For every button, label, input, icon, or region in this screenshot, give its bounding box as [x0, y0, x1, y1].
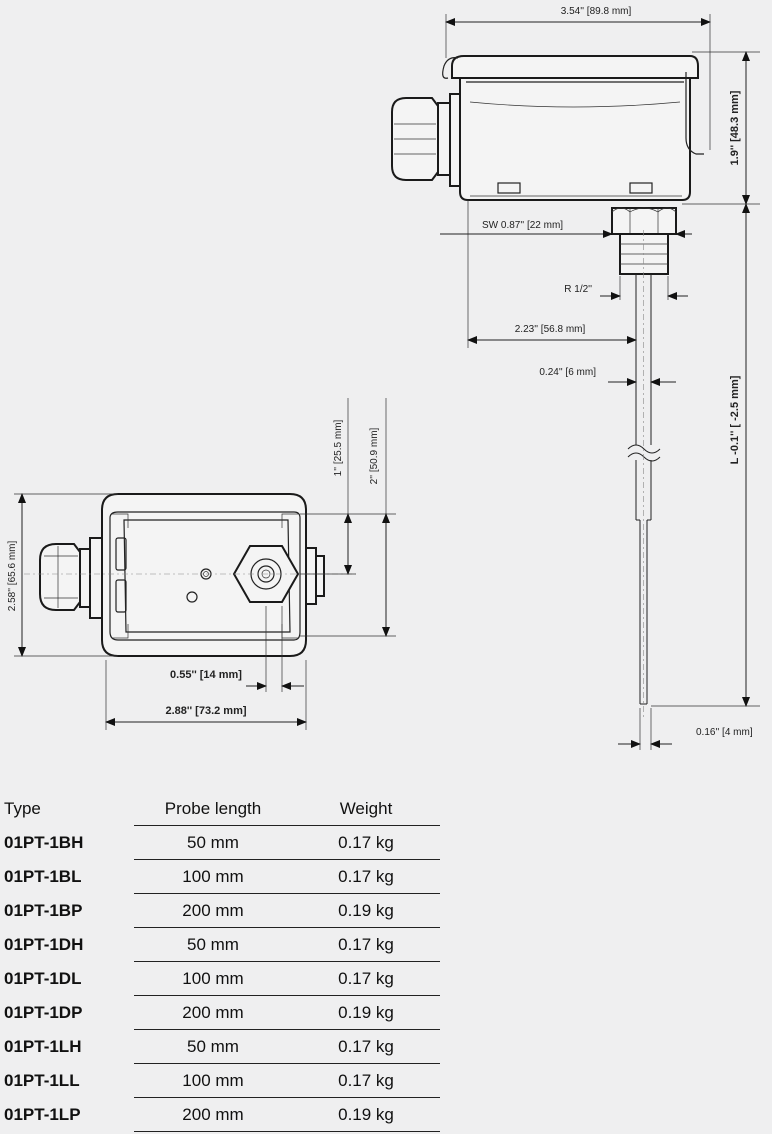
cell-probe-length: 100 mm	[134, 859, 292, 894]
table-row: 01PT-1BL 100 mm 0.17 kg	[4, 859, 440, 894]
table-row: 01PT-1DH 50 mm 0.17 kg	[4, 927, 440, 962]
dim-width-top: 3.54'' [89.8 mm]	[561, 6, 632, 17]
cell-type: 01PT-1DH	[4, 934, 84, 954]
cell-type: 01PT-1DP	[4, 1002, 83, 1022]
cell-probe-length: 100 mm	[134, 1063, 292, 1098]
table-row: 01PT-1BP 200 mm 0.19 kg	[4, 893, 440, 928]
header-type: Type	[4, 798, 41, 818]
cell-weight: 0.17 kg	[292, 927, 440, 962]
cell-type: 01PT-1BP	[4, 900, 83, 920]
table-row: 01PT-1LP 200 mm 0.19 kg	[4, 1097, 440, 1132]
cell-weight: 0.17 kg	[292, 1063, 440, 1098]
cell-probe-length: 50 mm	[134, 1029, 292, 1064]
cell-probe-length: 50 mm	[134, 927, 292, 962]
cell-type: 01PT-1DL	[4, 968, 82, 988]
side-view: 3.54'' [89.8 mm] 1.9'' [48.3 mm] SW 0.87…	[391, 6, 760, 750]
dim-hole-1: 1'' [25.5 mm]	[333, 419, 344, 476]
cell-probe-length: 100 mm	[134, 961, 292, 996]
cell-probe-length: 200 mm	[134, 893, 292, 928]
cell-type: 01PT-1BL	[4, 866, 82, 886]
table-row: 01PT-1LH 50 mm 0.17 kg	[4, 1029, 440, 1064]
dim-offset: 2.23'' [56.8 mm]	[515, 324, 586, 335]
technical-drawing: 3.54'' [89.8 mm] 1.9'' [48.3 mm] SW 0.87…	[7, 6, 760, 750]
probe-tube	[627, 230, 661, 720]
cell-weight: 0.19 kg	[292, 1097, 440, 1132]
cell-type: 01PT-1LL	[4, 1070, 80, 1090]
cable-gland-side	[391, 93, 461, 187]
dim-spacing: 0.55'' [14 mm]	[170, 669, 242, 681]
dim-probe-length: L -0.1'' [ -2.5 mm]	[729, 375, 741, 464]
dim-depth: 2.58'' [65.6 mm]	[7, 541, 18, 612]
cell-type: 01PT-1LP	[4, 1104, 81, 1124]
dim-tip-dia: 0.16'' [4 mm]	[696, 727, 753, 738]
dim-head-height: 1.9'' [48.3 mm]	[729, 90, 741, 165]
hex-fitting	[611, 207, 677, 275]
cell-probe-length: 200 mm	[134, 1097, 292, 1132]
cell-probe-length: 200 mm	[134, 995, 292, 1030]
cell-weight: 0.19 kg	[292, 893, 440, 928]
specifications-table: Type Probe length Weight 01PT-1BH 50 mm …	[4, 792, 440, 1132]
cell-weight: 0.17 kg	[292, 1029, 440, 1064]
cell-type: 01PT-1BH	[4, 832, 84, 852]
table-row: 01PT-1LL 100 mm 0.17 kg	[4, 1063, 440, 1098]
cell-weight: 0.17 kg	[292, 825, 440, 860]
cell-weight: 0.17 kg	[292, 859, 440, 894]
housing-side	[442, 55, 704, 201]
dim-base-width: 2.88'' [73.2 mm]	[165, 705, 246, 717]
cell-weight: 0.17 kg	[292, 961, 440, 996]
cell-weight: 0.19 kg	[292, 995, 440, 1030]
header-probe-length: Probe length	[134, 792, 292, 826]
table-header-row: Type Probe length Weight	[4, 792, 440, 826]
cable-gland-top	[39, 537, 103, 619]
header-weight: Weight	[292, 792, 440, 826]
top-view: 2.58'' [65.6 mm] 1'' [25.5 mm] 2'' [50.9…	[7, 398, 396, 730]
dim-hole-2: 2'' [50.9 mm]	[369, 427, 380, 484]
table-row: 01PT-1BH 50 mm 0.17 kg	[4, 825, 440, 860]
cell-probe-length: 50 mm	[134, 825, 292, 860]
table-row: 01PT-1DP 200 mm 0.19 kg	[4, 995, 440, 1030]
dim-tube-dia: 0.24'' [6 mm]	[539, 367, 596, 378]
dim-sw: SW 0.87'' [22 mm]	[482, 220, 563, 231]
cell-type: 01PT-1LH	[4, 1036, 82, 1056]
dim-thread: R 1/2''	[564, 284, 592, 295]
table-row: 01PT-1DL 100 mm 0.17 kg	[4, 961, 440, 996]
